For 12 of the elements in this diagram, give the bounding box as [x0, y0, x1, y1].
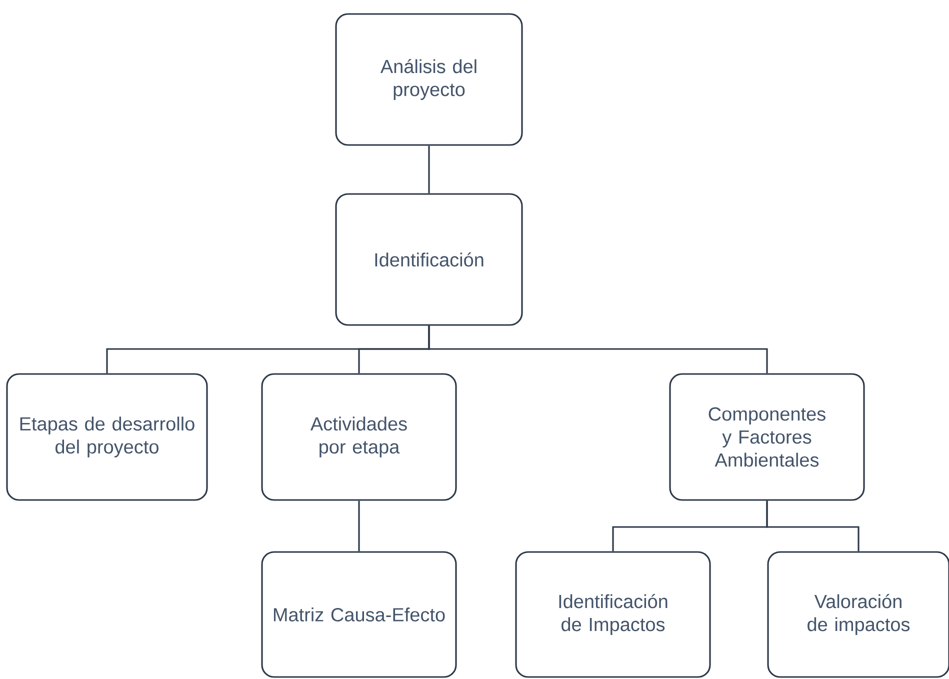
connector-line [428, 146, 430, 194]
process-box: Valoración de impactos [767, 551, 949, 678]
connector-line [358, 500, 360, 552]
process-box: Etapas de desarrollo del proyecto [6, 373, 208, 501]
process-box: Componentes y Factores Ambientales [669, 373, 865, 501]
connector-line [766, 500, 860, 552]
process-box: Identificación de Impactos [515, 551, 711, 678]
process-box: Análisis del proyecto [335, 13, 523, 146]
connector-line [428, 326, 768, 374]
process-box: Actividades por etapa [261, 373, 457, 501]
process-box: Identificación [335, 193, 523, 326]
process-box: Matriz Causa-Efecto [261, 551, 457, 678]
